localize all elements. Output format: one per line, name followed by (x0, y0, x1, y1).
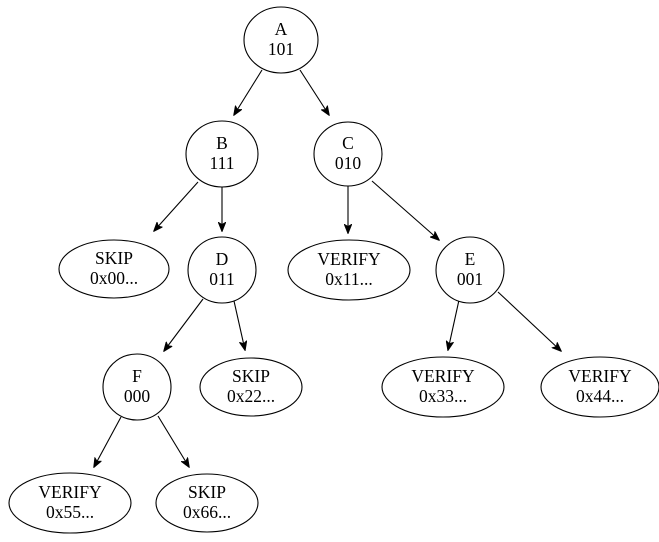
node-label-secondary: 000 (124, 386, 151, 406)
node-shape-circle (313, 121, 383, 187)
node-shape-circle (102, 353, 172, 421)
edge-f-to-skip66 (157, 415, 189, 467)
edge-line (164, 298, 204, 351)
node-label-secondary: 0x44... (576, 386, 624, 406)
edge-line (371, 180, 439, 240)
node-label-secondary: 011 (209, 269, 235, 289)
node-shape-ellipse (381, 356, 505, 418)
graph-node-verify44[interactable]: VERIFY0x44... (540, 356, 659, 418)
edge-f-to-verify55 (94, 416, 122, 467)
graph-node-skip22[interactable]: SKIP0x22... (199, 357, 303, 417)
edge-line (234, 69, 263, 115)
edge-b-to-skip0 (154, 181, 199, 231)
edge-a-to-b (234, 69, 263, 115)
node-label-primary: VERIFY (411, 366, 475, 386)
node-label-primary: VERIFY (38, 482, 102, 502)
node-shape-ellipse (287, 239, 411, 301)
node-shape-circle (185, 120, 259, 188)
node-label-secondary: 111 (210, 153, 235, 173)
edge-line (154, 181, 199, 231)
nodes-layer: A101B111C010SKIP0x00...D011VERIFY0x11...… (8, 6, 659, 534)
node-shape-circle (187, 236, 257, 304)
edge-line (497, 291, 561, 351)
node-label-secondary: 001 (457, 269, 483, 289)
node-label-primary: VERIFY (568, 366, 632, 386)
node-label-secondary: 010 (335, 153, 362, 173)
node-label-primary: B (216, 133, 228, 153)
edge-e-to-verify44 (497, 291, 561, 351)
graph-node-skip66[interactable]: SKIP0x66... (155, 473, 259, 533)
node-shape-circle (243, 6, 319, 74)
edge-line (157, 415, 189, 467)
node-label-primary: A (275, 19, 288, 39)
node-label-secondary: 0x11... (325, 269, 372, 289)
node-label-secondary: 101 (268, 39, 294, 59)
graph-node-verify55[interactable]: VERIFY0x55... (8, 472, 132, 534)
edge-line (299, 69, 329, 115)
node-shape-ellipse (58, 239, 170, 299)
edge-line (94, 416, 122, 467)
edge-d-to-skip22 (233, 300, 245, 350)
node-label-primary: D (216, 249, 229, 269)
edge-e-to-verify33 (448, 299, 460, 350)
edge-a-to-c (299, 69, 329, 115)
graph-node-skip0[interactable]: SKIP0x00... (58, 239, 170, 299)
node-label-secondary: 0x33... (419, 386, 467, 406)
node-shape-ellipse (8, 472, 132, 534)
node-label-primary: SKIP (95, 248, 133, 268)
node-label-primary: E (465, 249, 476, 269)
node-label-secondary: 0x00... (90, 268, 138, 288)
node-shape-ellipse (199, 357, 303, 417)
edge-line (448, 299, 460, 350)
node-label-primary: VERIFY (317, 249, 381, 269)
edge-c-to-e (371, 180, 439, 240)
node-shape-ellipse (540, 356, 659, 418)
node-shape-ellipse (155, 473, 259, 533)
node-shape-circle (435, 236, 505, 304)
node-label-primary: SKIP (188, 482, 226, 502)
graph-node-verify33[interactable]: VERIFY0x33... (381, 356, 505, 418)
node-label-secondary: 0x55... (46, 502, 94, 522)
node-label-secondary: 0x66... (183, 502, 231, 522)
node-label-primary: C (342, 133, 354, 153)
node-label-primary: F (132, 366, 142, 386)
node-label-secondary: 0x22... (227, 386, 275, 406)
edge-d-to-f (164, 298, 204, 351)
edges-layer (94, 69, 561, 467)
graph-node-verify11[interactable]: VERIFY0x11... (287, 239, 411, 301)
edge-line (233, 300, 245, 350)
node-label-primary: SKIP (232, 366, 270, 386)
